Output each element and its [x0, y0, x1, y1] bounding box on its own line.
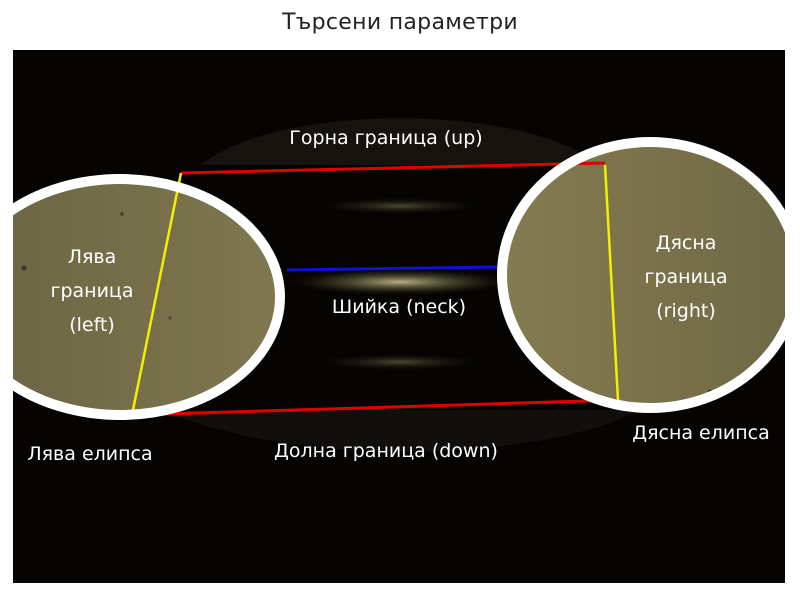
left-boundary-label-line1: Лява [68, 246, 117, 268]
left-boundary-line [131, 172, 183, 411]
left-ellipse-outline [13, 174, 285, 420]
left-ellipse-label: Лява елипса [27, 443, 152, 465]
upper-boundary-label: Горна граница (up) [289, 127, 482, 149]
lower-boundary-line [132, 398, 620, 417]
right-boundary-label-line2: граница [644, 266, 727, 288]
left-drop-fill [13, 179, 280, 415]
speck [21, 265, 27, 271]
upper-boundary-line [180, 161, 606, 175]
upper-meniscus-shadow [200, 118, 600, 165]
right-drop-fill [502, 142, 785, 408]
neck-line [286, 265, 501, 272]
neck-label: Шийка (neck) [332, 296, 466, 318]
right-ellipse-outline [497, 137, 785, 413]
speck [120, 212, 124, 216]
right-boundary-label-line1: Дясна [656, 232, 717, 254]
lower-glow [310, 353, 490, 371]
right-boundary-line [603, 164, 620, 401]
left-boundary-label-line2: граница [50, 280, 133, 302]
neck-glow [280, 268, 520, 296]
figure-title: Търсени параметри [282, 10, 518, 35]
left-boundary-label-line3: (left) [69, 314, 115, 336]
speck [168, 316, 172, 320]
lower-boundary-label: Долна граница (down) [274, 440, 498, 462]
upper-glow [310, 197, 490, 215]
lower-meniscus-shadow [160, 410, 640, 452]
right-ellipse-label: Дясна елипса [632, 422, 770, 444]
right-boundary-label-line3: (right) [656, 300, 715, 322]
